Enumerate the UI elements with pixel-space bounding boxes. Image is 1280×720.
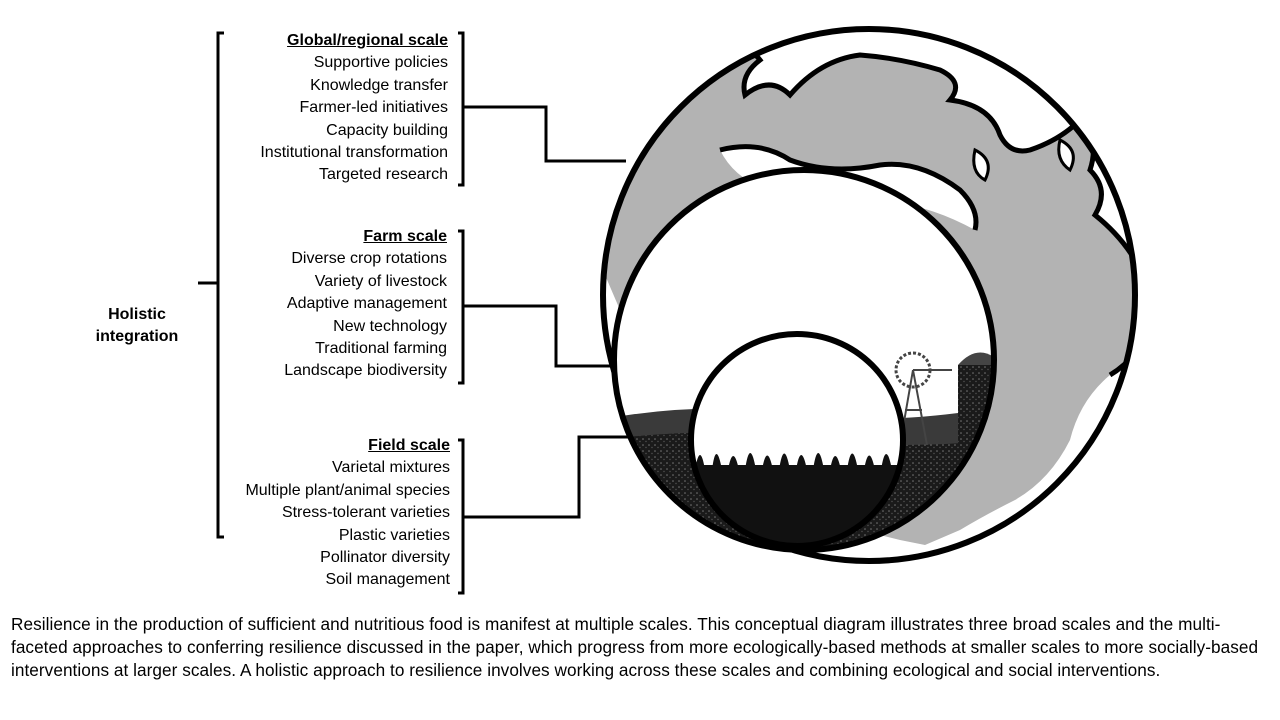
farm-scale-group: Farm scale Diverse crop rotations Variet… — [284, 226, 447, 383]
field-item: Varietal mixtures — [332, 459, 450, 477]
field-scale-group: Field scale Varietal mixtures Multiple p… — [245, 435, 450, 592]
farm-item: New technology — [333, 317, 447, 335]
global-bracket — [458, 31, 465, 187]
global-item: Targeted research — [319, 166, 448, 184]
field-item: Soil management — [325, 571, 450, 589]
farm-item: Adaptive management — [286, 295, 447, 313]
farm-item: Traditional farming — [315, 340, 447, 358]
farm-item: Landscape biodiversity — [284, 362, 447, 380]
farm-item: Variety of livestock — [314, 272, 447, 290]
field-scale-title: Field scale — [368, 437, 450, 454]
global-item: Institutional transformation — [260, 144, 448, 162]
global-item: Capacity building — [326, 121, 448, 139]
holistic-bracket — [198, 31, 224, 539]
global-connector — [463, 105, 626, 163]
field-item: Plastic varieties — [338, 526, 450, 544]
farm-bracket — [458, 229, 465, 385]
global-scale-group: Global/regional scale Supportive policie… — [260, 30, 448, 187]
farm-connector — [463, 304, 644, 368]
farm-item: Diverse crop rotations — [291, 250, 447, 268]
global-scale-title: Global/regional scale — [287, 32, 448, 49]
global-item: Farmer-led initiatives — [299, 99, 448, 117]
global-item: Supportive policies — [313, 54, 448, 72]
field-item: Pollinator diversity — [320, 549, 450, 567]
holistic-integration-label: Holistic integration — [95, 306, 179, 345]
global-item: Knowledge transfer — [310, 76, 448, 94]
field-bracket — [458, 438, 465, 595]
figure-caption: Resilience in the production of sufficie… — [11, 614, 1259, 680]
field-item: Multiple plant/animal species — [245, 481, 450, 499]
windmill-icon — [894, 351, 952, 446]
farm-scale-title: Farm scale — [363, 228, 447, 245]
field-item: Stress-tolerant varieties — [281, 504, 450, 522]
